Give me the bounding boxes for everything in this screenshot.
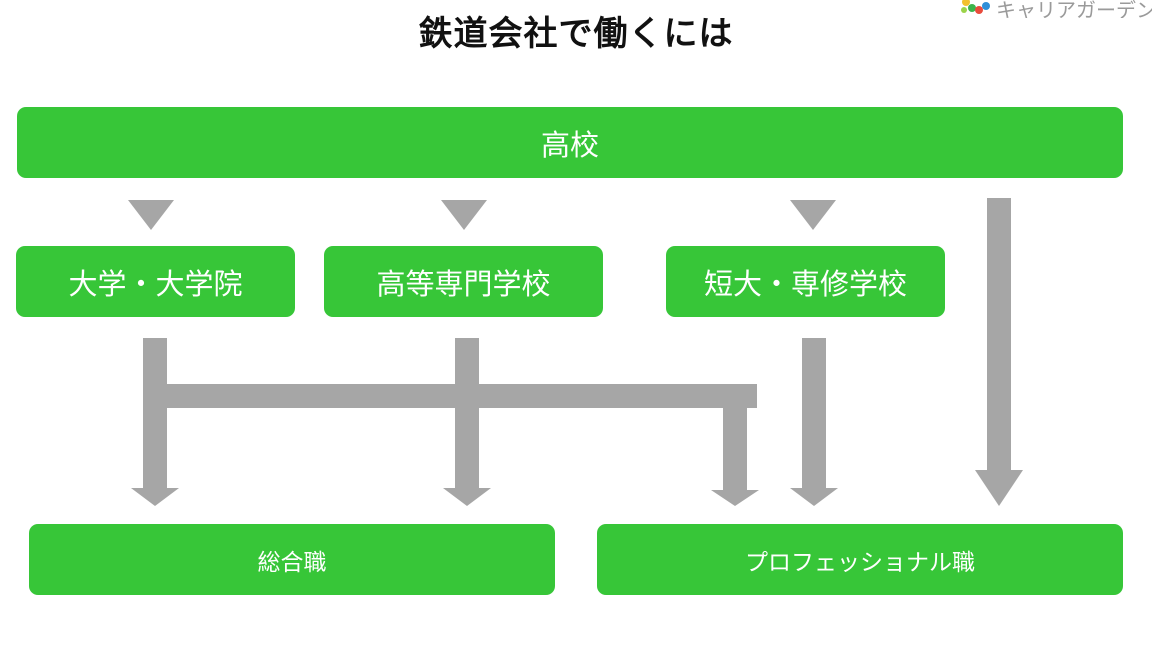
node-professional: プロフェッショナル職 <box>597 524 1123 595</box>
node-high-school: 高校 <box>17 107 1123 178</box>
node-general: 総合職 <box>29 524 555 595</box>
arrow-vocational-shaft <box>455 338 479 488</box>
arrow-high-school-shaft <box>987 198 1011 470</box>
logo: キャリアガーデン <box>958 0 1152 18</box>
arrow-vocational-head <box>443 488 491 506</box>
arrow-to-junior-college <box>790 200 836 230</box>
arrow-to-vocational <box>441 200 487 230</box>
arrow-junior-college-shaft <box>802 338 826 488</box>
arrow-connector-head <box>711 490 759 506</box>
page-title: 鉄道会社で働くには <box>418 14 734 54</box>
node-university: 大学・大学院 <box>16 246 295 317</box>
arrow-connector-shaft <box>723 384 747 490</box>
connector-horizontal <box>143 384 757 408</box>
arrow-high-school-head <box>975 470 1023 506</box>
arrow-university-head <box>131 488 179 506</box>
node-vocational: 高等専門学校 <box>324 246 603 317</box>
arrow-university-shaft <box>143 338 167 488</box>
node-junior-college: 短大・専修学校 <box>666 246 945 317</box>
logo-text: キャリアガーデン <box>996 0 1152 18</box>
arrow-junior-college-head <box>790 488 838 506</box>
leaf-cluster-logo-icon <box>961 0 990 14</box>
arrow-to-university <box>128 200 174 230</box>
